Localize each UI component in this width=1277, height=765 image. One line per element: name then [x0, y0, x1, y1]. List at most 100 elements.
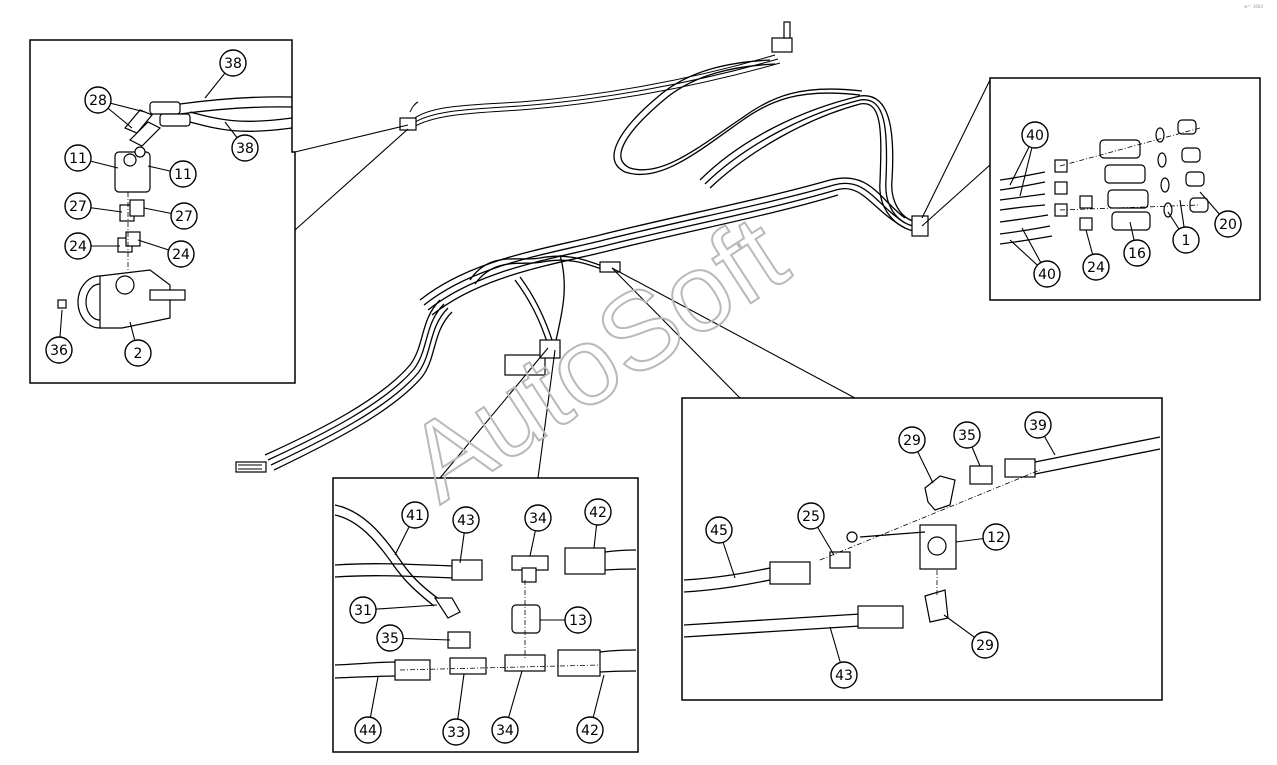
- callout-number: 27: [69, 199, 87, 215]
- callout-number: 24: [172, 247, 190, 263]
- callout-circle: [452, 506, 480, 534]
- callout-circle: [1021, 121, 1049, 149]
- callout-circle: [898, 426, 926, 454]
- callout-circle: [1033, 260, 1061, 288]
- callout-40-c-40b: 40: [1009, 227, 1061, 288]
- detail-valve-assembly: [681, 397, 1163, 701]
- callout-number: 40: [1038, 267, 1056, 283]
- callout-circle: [442, 718, 470, 746]
- callout-number: 28: [89, 93, 107, 109]
- callout-circle: [584, 498, 612, 526]
- callout-25-c-25: 25: [797, 502, 835, 556]
- callout-circle: [705, 516, 733, 544]
- callout-number: 34: [496, 723, 514, 739]
- callout-circle: [1123, 239, 1151, 267]
- callout-circle: [982, 523, 1010, 551]
- callout-40-c-40a: 40: [1009, 121, 1049, 197]
- callout-34-c-34a: 34: [524, 504, 552, 557]
- callout-number: 40: [1026, 128, 1044, 144]
- callout-circle: [524, 504, 552, 532]
- callout-11-c-11b: 11: [147, 160, 197, 188]
- callout-number: 24: [1087, 260, 1105, 276]
- callout-number: 12: [987, 530, 1005, 546]
- callout-circle: [219, 49, 247, 77]
- callout-number: 35: [958, 428, 976, 444]
- callout-circle: [1172, 226, 1200, 254]
- callout-29-c-29b: 29: [943, 614, 999, 659]
- callout-circle: [349, 596, 377, 624]
- detail-coupler-assembly: [989, 77, 1261, 301]
- callout-number: 43: [835, 668, 853, 684]
- callout-circle: [167, 240, 195, 268]
- callout-27-c-27b: 27: [143, 202, 198, 230]
- callout-number: 31: [354, 603, 372, 619]
- callout-circle: [797, 502, 825, 530]
- callout-number: 38: [224, 56, 242, 72]
- detail-tee-assembly: [332, 477, 639, 753]
- callout-number: 36: [50, 343, 68, 359]
- callout-number: 11: [69, 151, 87, 167]
- callout-number: 42: [581, 723, 599, 739]
- callout-circle: [953, 421, 981, 449]
- callout-number: 39: [1029, 418, 1047, 434]
- callout-circle: [1024, 411, 1052, 439]
- callout-24-c-24a: 24: [64, 232, 120, 260]
- callout-circle: [830, 661, 858, 689]
- callout-number: 38: [236, 141, 254, 157]
- callout-circle: [64, 192, 92, 220]
- callout-42-c-42a: 42: [584, 498, 612, 549]
- callout-number: 20: [1219, 217, 1237, 233]
- callout-circle: [64, 232, 92, 260]
- callout-36-c-36: 36: [45, 309, 73, 364]
- callout-28-c-28: 28: [84, 86, 146, 129]
- callout-16-c-16: 16: [1123, 221, 1151, 267]
- callout-20-c-20: 20: [1199, 191, 1242, 238]
- callout-24-c-24b: 24: [137, 239, 195, 268]
- callout-number: 34: [529, 511, 547, 527]
- callout-11-c-11a: 11: [64, 144, 119, 172]
- callout-33-c-33: 33: [442, 673, 470, 746]
- callout-38-c-38a: 38: [204, 49, 247, 99]
- callout-circle: [45, 336, 73, 364]
- callout-number: 11: [174, 167, 192, 183]
- callout-circle: [971, 631, 999, 659]
- callout-2-c-2: 2: [124, 321, 152, 367]
- callout-number: 29: [976, 638, 994, 654]
- callout-35-c-35b: 35: [376, 624, 451, 652]
- callout-1-c-1: 1: [1167, 199, 1200, 254]
- callout-number: 16: [1128, 246, 1146, 262]
- detail-leader-lines: [294, 79, 991, 479]
- callout-layer: 38 28 38 11 11 27 27 24 24 36 2 40 40 20 1 16 24 29 35 39 45…: [45, 49, 1242, 746]
- callout-circle: [354, 716, 382, 744]
- callout-circle: [1082, 253, 1110, 281]
- callout-27-c-27a: 27: [64, 192, 123, 220]
- callout-number: 33: [447, 725, 465, 741]
- callout-34-c-34b: 34: [491, 670, 523, 744]
- callout-39-c-39: 39: [1024, 411, 1056, 456]
- callout-45-c-45: 45: [705, 516, 736, 579]
- callout-circle: [576, 716, 604, 744]
- callout-circle: [84, 86, 112, 114]
- callout-circle: [64, 144, 92, 172]
- callout-number: 1: [1182, 233, 1191, 249]
- callout-number: 24: [69, 239, 87, 255]
- callout-number: 29: [903, 433, 921, 449]
- callout-13-c-13: 13: [540, 606, 592, 634]
- callout-number: 42: [589, 505, 607, 521]
- callout-42-c-42b: 42: [576, 674, 605, 744]
- callout-number: 35: [381, 631, 399, 647]
- callout-number: 44: [359, 723, 377, 739]
- callout-number: 27: [175, 209, 193, 225]
- callout-29-c-29a: 29: [898, 426, 934, 484]
- callout-12-c-12: 12: [955, 523, 1010, 551]
- callout-24-c-24c: 24: [1082, 229, 1110, 281]
- callout-circle: [169, 160, 197, 188]
- callout-41-c-41: 41: [394, 501, 429, 556]
- callout-number: 25: [802, 509, 820, 525]
- callout-circle: [401, 501, 429, 529]
- callout-number: 13: [569, 613, 587, 629]
- callout-number: 41: [406, 508, 424, 524]
- callout-number: 45: [710, 523, 728, 539]
